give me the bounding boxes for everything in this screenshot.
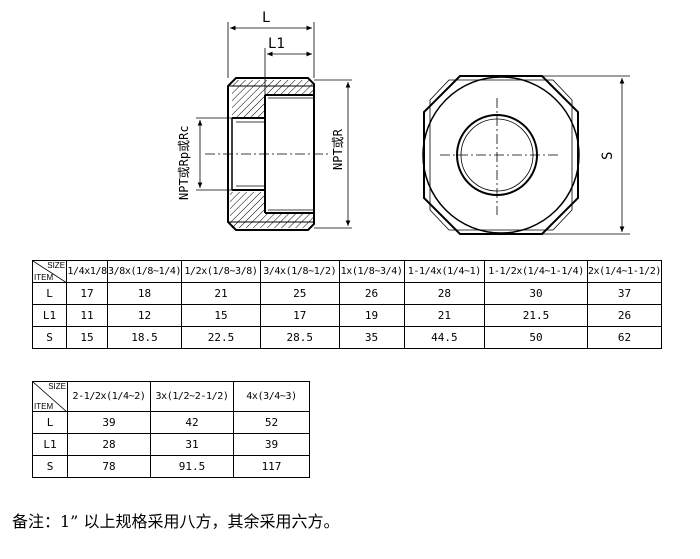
row-item-label: L1: [32, 433, 68, 456]
table-cell: 28: [67, 433, 151, 456]
dim-S-label: S: [600, 152, 616, 160]
corner-item-label: ITEM: [34, 273, 54, 282]
table-cell: 21: [403, 304, 486, 327]
row-item-label: L: [31, 282, 68, 305]
table1-col-header: 1-1/2x(1/4~1-1/4): [484, 260, 588, 283]
end-view: [422, 75, 580, 235]
table2-col-header: 3x(1/2~2-1/2): [150, 381, 234, 412]
table2-col-header: 4x(3/4~3): [233, 381, 310, 412]
table-cell: 18: [106, 282, 183, 305]
table-cell: 44.5: [403, 326, 486, 349]
table2-col-header: 2-1/2x(1/4~2): [67, 381, 151, 412]
corner-size-label: SIZE: [48, 382, 66, 391]
table-cell: 39: [67, 411, 151, 434]
table-cell: 28.5: [259, 326, 340, 349]
table-cell: 26: [586, 304, 663, 327]
table1-col-header: 3/4x(1/8~1/2): [259, 260, 340, 283]
dim-L1-label: L1: [268, 36, 285, 52]
corner-diagonal: [33, 261, 67, 283]
dimension-inner-thread: NPT或Rp或Rc: [177, 117, 232, 200]
table-cell: 21.5: [484, 304, 588, 327]
table2-header-row: SIZE ITEM 2-1/2x(1/4~2) 3x(1/2~2-1/2) 4x…: [32, 381, 310, 412]
footnote: 备注：1” 以上规格采用八方，其余采用六方。: [12, 512, 340, 531]
table1-col-header: 1/4x1/8: [66, 260, 108, 283]
table1-col-header: 1/2x(1/8~3/8): [181, 260, 261, 283]
corner-size-label: SIZE: [47, 261, 66, 270]
table-cell: 15: [66, 326, 108, 349]
technical-drawing: L L1 NPT或Rp或Rc NPT或R S: [177, 10, 630, 235]
table2-corner-cell: SIZE ITEM: [32, 381, 68, 412]
table-cell: 21: [181, 282, 261, 305]
corner-diagonal: [33, 382, 67, 412]
dimension-L1: L1: [264, 36, 312, 95]
table1-header-row: SIZE ITEM 1/4x1/8 3/8x(1/8~1/4) 1/2x(1/8…: [31, 260, 663, 283]
table-cell: 19: [338, 304, 405, 327]
table-cell: 42: [150, 411, 234, 434]
table-cell: 17: [66, 282, 108, 305]
table1-col-header: 2x(1/4~1-1/2): [586, 260, 663, 283]
table-cell: 62: [586, 326, 663, 349]
table-cell: 12: [106, 304, 183, 327]
table-cell: 31: [150, 433, 234, 456]
table-cell: 18.5: [106, 326, 183, 349]
table1-col-header: 3/8x(1/8~1/4): [106, 260, 183, 283]
spec-table-2: SIZE ITEM 2-1/2x(1/4~2) 3x(1/2~2-1/2) 4x…: [32, 381, 310, 478]
table-cell: 78: [67, 455, 151, 478]
row-item-label: L: [32, 411, 68, 434]
dimension-S: S: [542, 75, 630, 235]
table1-col-header: 1x(1/8~3/4): [338, 260, 405, 283]
dimension-outer-thread: NPT或R: [314, 79, 352, 229]
inner-thread-label: NPT或Rp或Rc: [177, 125, 191, 200]
table-cell: 39: [233, 433, 310, 456]
table-cell: 52: [233, 411, 310, 434]
corner-item-label: ITEM: [34, 402, 54, 411]
row-item-label: L1: [31, 304, 68, 327]
table-row: S 15 18.5 22.5 28.5 35 44.5 50 62: [31, 326, 663, 349]
table-cell: 117: [233, 455, 310, 478]
outer-thread-label: NPT或R: [331, 128, 345, 170]
table-cell: 91.5: [150, 455, 234, 478]
table-cell: 26: [338, 282, 405, 305]
dim-L-label: L: [262, 10, 270, 26]
table-cell: 28: [403, 282, 486, 305]
table-cell: 37: [586, 282, 663, 305]
row-item-label: S: [32, 455, 68, 478]
table-cell: 35: [338, 326, 405, 349]
table-cell: 17: [259, 304, 340, 327]
table-cell: 30: [484, 282, 588, 305]
table-cell: 25: [259, 282, 340, 305]
spec-table-1: SIZE ITEM 1/4x1/8 3/8x(1/8~1/4) 1/2x(1/8…: [31, 260, 663, 349]
table-cell: 50: [484, 326, 588, 349]
table-row: L1 11 12 15 17 19 21 21.5 26: [31, 304, 663, 327]
table1-col-header: 1-1/4x(1/4~1): [403, 260, 486, 283]
table-cell: 15: [181, 304, 261, 327]
table1-corner-cell: SIZE ITEM: [31, 260, 68, 283]
table-cell: 22.5: [181, 326, 261, 349]
table-cell: 11: [66, 304, 108, 327]
table-row: S 78 91.5 117: [32, 455, 310, 478]
table-row: L 39 42 52: [32, 411, 310, 434]
row-item-label: S: [31, 326, 68, 349]
table-row: L1 28 31 39: [32, 433, 310, 456]
table-row: L 17 18 21 25 26 28 30 37: [31, 282, 663, 305]
section-view: [205, 77, 330, 231]
dimension-L: L: [227, 10, 315, 78]
